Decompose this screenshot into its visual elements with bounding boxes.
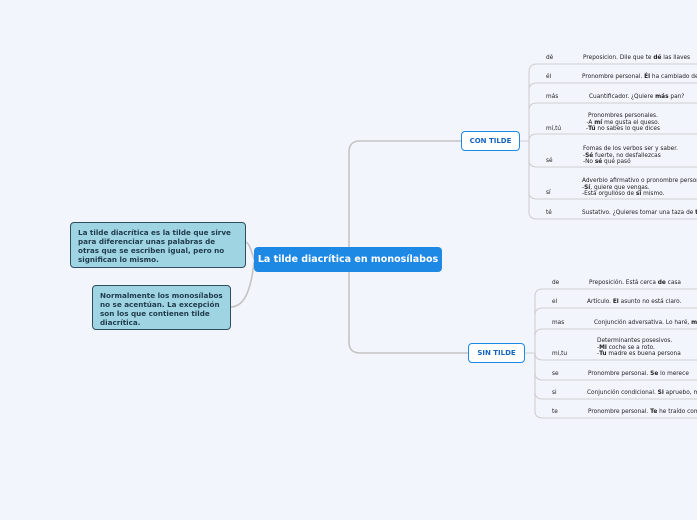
desc-mi-tu-tilde: Pronombres personales.-A mí me gusta el … bbox=[586, 113, 660, 132]
desc-si-tilde: Adverbio afirmativo o pronombre persona-… bbox=[582, 178, 697, 197]
desc-el: Artículo. El asunto no está claro. bbox=[587, 299, 682, 305]
branch-con-tilde[interactable]: CON TILDE bbox=[461, 131, 520, 151]
desc-mas-tilde: Cuantificador. ¿Quiere más pan? bbox=[589, 94, 685, 100]
word-mas-tilde[interactable]: más bbox=[546, 94, 559, 100]
word-te-tilde[interactable]: té bbox=[546, 210, 552, 216]
desc-mas: Conjunción adversativa. Lo haré, ma bbox=[594, 320, 697, 326]
word-mi-tu-tilde[interactable]: mí,tú bbox=[546, 126, 562, 132]
desc-se: Pronombre personal. Se lo merece bbox=[588, 371, 689, 377]
word-te[interactable]: te bbox=[552, 409, 558, 415]
desc-se-tilde: Fomas de los verbos ser y saber.-Sé fuer… bbox=[583, 146, 678, 165]
branch-sin-tilde[interactable]: SIN TILDE bbox=[468, 343, 525, 363]
word-mas[interactable]: mas bbox=[552, 320, 565, 326]
word-el[interactable]: el bbox=[552, 299, 558, 305]
desc-te: Pronombre personal. Te he traído comi bbox=[588, 409, 697, 415]
word-mi-tu[interactable]: mi,tu bbox=[552, 351, 568, 357]
central-topic[interactable]: La tilde diacrítica en monosílabos bbox=[254, 247, 442, 272]
desc-te-tilde: Sustativo. ¿Quieres tomar una taza de té bbox=[582, 210, 697, 216]
word-se-tilde[interactable]: sé bbox=[546, 158, 553, 164]
desc-el-tilde: Pronombre personal. Él ha cambiado de b bbox=[582, 74, 697, 80]
desc-de-tilde: Preposicion. Dile que te dé las llaves bbox=[583, 55, 691, 61]
desc-si: Conjunción condicional. Si apruebo, me bbox=[587, 390, 697, 396]
word-de-tilde[interactable]: dé bbox=[546, 55, 554, 61]
note-definition[interactable]: La tilde diacrítica es la tilde que sirv… bbox=[70, 222, 246, 268]
word-se[interactable]: se bbox=[552, 371, 559, 377]
word-de[interactable]: de bbox=[552, 280, 560, 286]
note-monosyllables[interactable]: Normalmente los monosílabos no se acentú… bbox=[92, 285, 231, 330]
word-si[interactable]: si bbox=[552, 390, 557, 396]
desc-mi-tu: Determinantes posesivos.-Mi coche se a r… bbox=[597, 338, 681, 357]
desc-de: Preposición. Está cerca de casa bbox=[589, 280, 681, 286]
word-el-tilde[interactable]: él bbox=[546, 74, 552, 80]
word-si-tilde[interactable]: sí bbox=[546, 190, 551, 196]
